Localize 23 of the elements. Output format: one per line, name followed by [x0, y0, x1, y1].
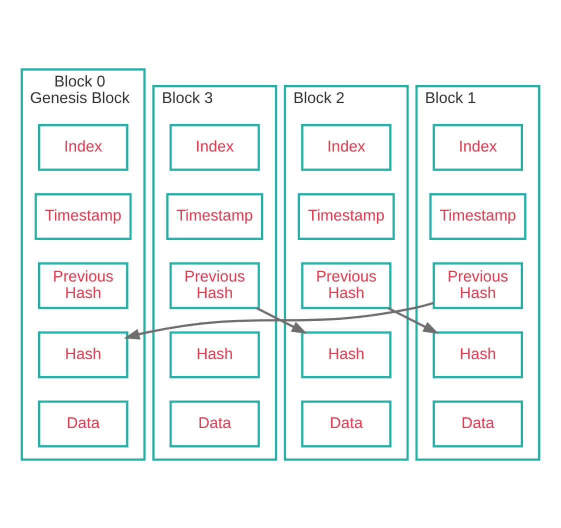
node-box: Data	[301, 400, 392, 447]
node-box: Timestamp	[166, 192, 264, 240]
node-box: Hash	[432, 330, 523, 378]
node-box: Data	[432, 400, 523, 447]
node-box: Timestamp	[429, 192, 526, 240]
node-box: Previous Hash	[38, 262, 128, 309]
node-box: Data	[170, 400, 260, 447]
node-box: Timestamp	[34, 192, 132, 240]
node-box: Previous Hash	[301, 262, 392, 309]
node-box: Previous Hash	[432, 262, 523, 309]
node-box: Timestamp	[298, 192, 395, 240]
node-box: Index	[170, 124, 260, 170]
node-box: Data	[38, 400, 128, 447]
node-box: Index	[38, 124, 128, 170]
node-box: Previous Hash	[170, 262, 260, 309]
node-box: Index	[432, 124, 523, 170]
arrow	[388, 306, 439, 334]
arrow	[124, 301, 434, 340]
node-box: Hash	[38, 330, 128, 378]
node-box: Hash	[170, 330, 260, 378]
node-box: Index	[301, 124, 392, 170]
arrow	[256, 306, 308, 334]
node-box: Hash	[301, 330, 392, 378]
